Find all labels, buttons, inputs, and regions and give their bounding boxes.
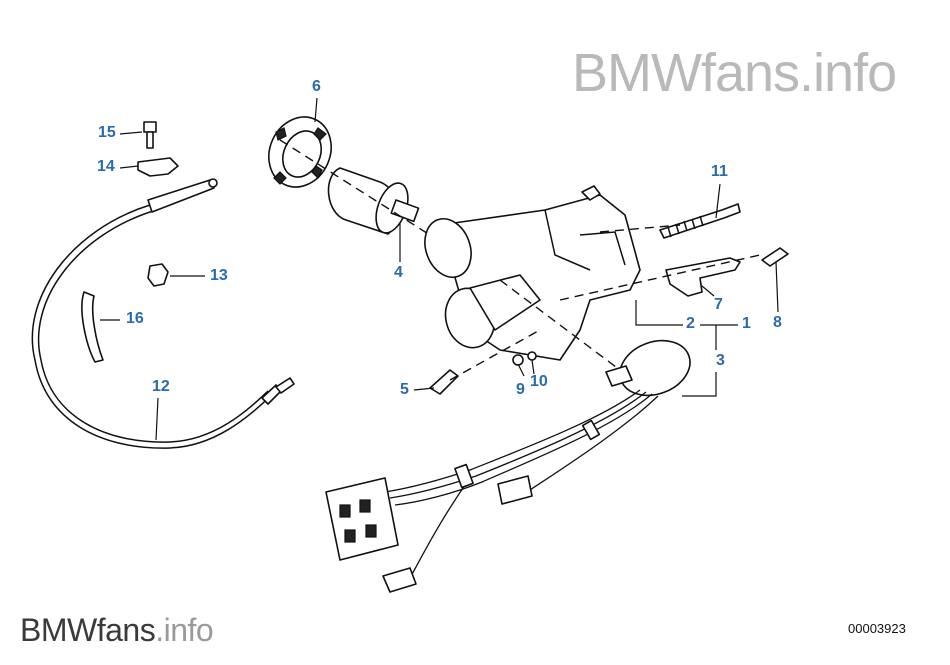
callout-3: 3: [716, 352, 725, 369]
callout-4: 4: [394, 264, 403, 281]
assembly-line-e: [449, 329, 541, 381]
watermark-bottom-tld: .info: [155, 612, 214, 648]
ignition-switch: [605, 339, 691, 397]
watermark-top-tld: .info: [799, 43, 897, 103]
clip-13: [147, 263, 169, 287]
nut-9: [512, 354, 524, 366]
watermark-top: BMWfans.info: [572, 42, 897, 104]
diagram-id: 00003923: [848, 621, 906, 636]
assembly-line-c: [559, 254, 761, 301]
callout-7: 7: [714, 296, 723, 313]
lock-cylinder: [327, 167, 420, 235]
callout-16: 16: [126, 310, 144, 327]
watermark-top-brand: BMWfans: [572, 43, 800, 103]
watermark-bottom: BMWfans.info: [20, 612, 214, 649]
callout-5: 5: [400, 381, 409, 398]
callout-14: 14: [97, 158, 115, 175]
callout-11: 11: [711, 163, 728, 180]
steering-lock-housing: [424, 185, 641, 361]
callout-12: 12: [152, 378, 170, 395]
cable-clip: [81, 291, 104, 363]
callout-6: 6: [312, 78, 321, 95]
wiring-harness: [325, 389, 659, 593]
assembly-line-b: [599, 224, 681, 233]
callout-1: 1: [742, 315, 751, 332]
speedometer-cable: [31, 178, 295, 449]
bracket-7: [665, 257, 741, 297]
callout-8: 8: [773, 314, 782, 331]
leader-lines: [100, 97, 779, 441]
screw-5: [429, 369, 459, 395]
screw-8: [761, 247, 789, 267]
callout-13: 13: [210, 267, 228, 284]
callout-2: 2: [686, 315, 695, 332]
callout-9: 9: [516, 381, 525, 398]
assembly-line-d: [499, 279, 621, 371]
callout-15: 15: [98, 124, 116, 141]
bolt-15: [143, 121, 157, 149]
clamp-14: [137, 157, 179, 177]
washer-10: [527, 351, 537, 361]
callout-10: 10: [530, 373, 548, 390]
pin-11: [659, 203, 741, 239]
watermark-bottom-brand: BMWfans: [20, 612, 156, 648]
